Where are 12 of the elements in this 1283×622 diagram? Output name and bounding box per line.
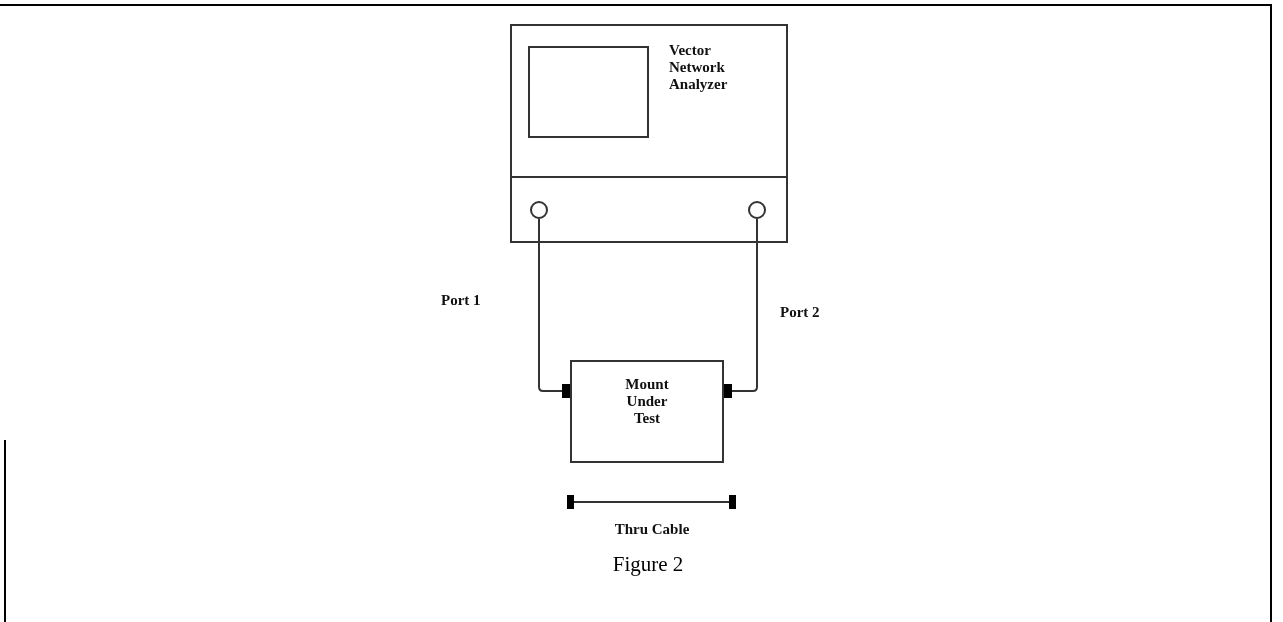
- device-label: Vector Network Analyzer: [669, 42, 729, 93]
- port-label: Port 2: [780, 304, 820, 321]
- device-box: [570, 360, 724, 463]
- cable-label: Thru Cable: [613, 521, 691, 538]
- port-label: Port 1: [441, 292, 481, 309]
- cable: [723, 218, 758, 398]
- port-connector: [530, 201, 548, 219]
- figure-caption: Figure 2: [611, 552, 685, 576]
- cable: [538, 218, 571, 398]
- device-label: Mount Under Test: [624, 376, 670, 427]
- port-connector: [748, 201, 766, 219]
- analyzer-box: [510, 24, 788, 243]
